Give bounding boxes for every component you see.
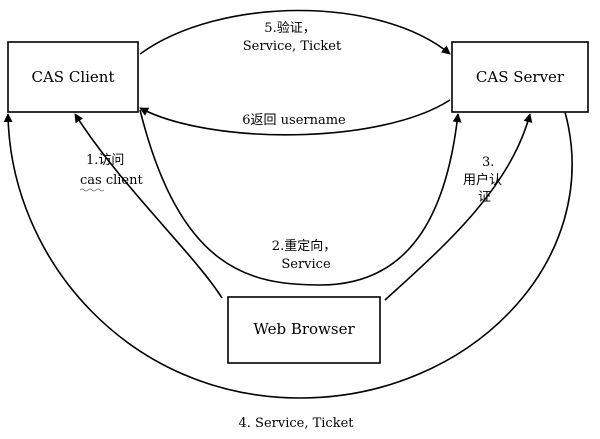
edge-step1-label-line1: 1.访问 (86, 153, 124, 168)
edge-step2-redirect (139, 109, 462, 286)
edge-step5-verify (139, 9, 451, 55)
web-browser-label: Web Browser (253, 320, 355, 338)
cas-server-node: CAS Server (451, 41, 589, 113)
spellcheck-underline (79, 188, 105, 192)
edge-step1-label-line2: cas client (80, 173, 143, 188)
edge-step4-service-ticket (3, 111, 573, 399)
edge-step1-visit-client (74, 113, 223, 299)
edge-step3-label-line3: 证 (478, 190, 491, 205)
edge-step5-label-line1: 5.验证， (264, 20, 315, 36)
edge-step6-label: 6返回 username (242, 113, 346, 128)
edge-step4-label: 4. Service, Ticket (239, 416, 355, 431)
edge-step5-label-line2: Service, Ticket (243, 39, 342, 54)
web-browser-node: Web Browser (227, 296, 381, 364)
cas-client-node: CAS Client (7, 41, 139, 113)
cas-client-label: CAS Client (32, 68, 115, 86)
cas-client-box (7, 41, 139, 113)
web-browser-box (227, 296, 381, 364)
cas-server-box (451, 41, 589, 113)
edge-step2-label-line2: Service (281, 257, 331, 272)
edge-step6-return-username (139, 99, 451, 136)
cas-server-label: CAS Server (476, 68, 565, 86)
edge-step3-label-line1: 3. (482, 155, 494, 170)
edge-step3-label-line2: 用户认 (463, 172, 502, 188)
edge-step3-user-auth (384, 113, 533, 301)
edge-step2-label-line1: 2.重定向， (272, 238, 336, 254)
